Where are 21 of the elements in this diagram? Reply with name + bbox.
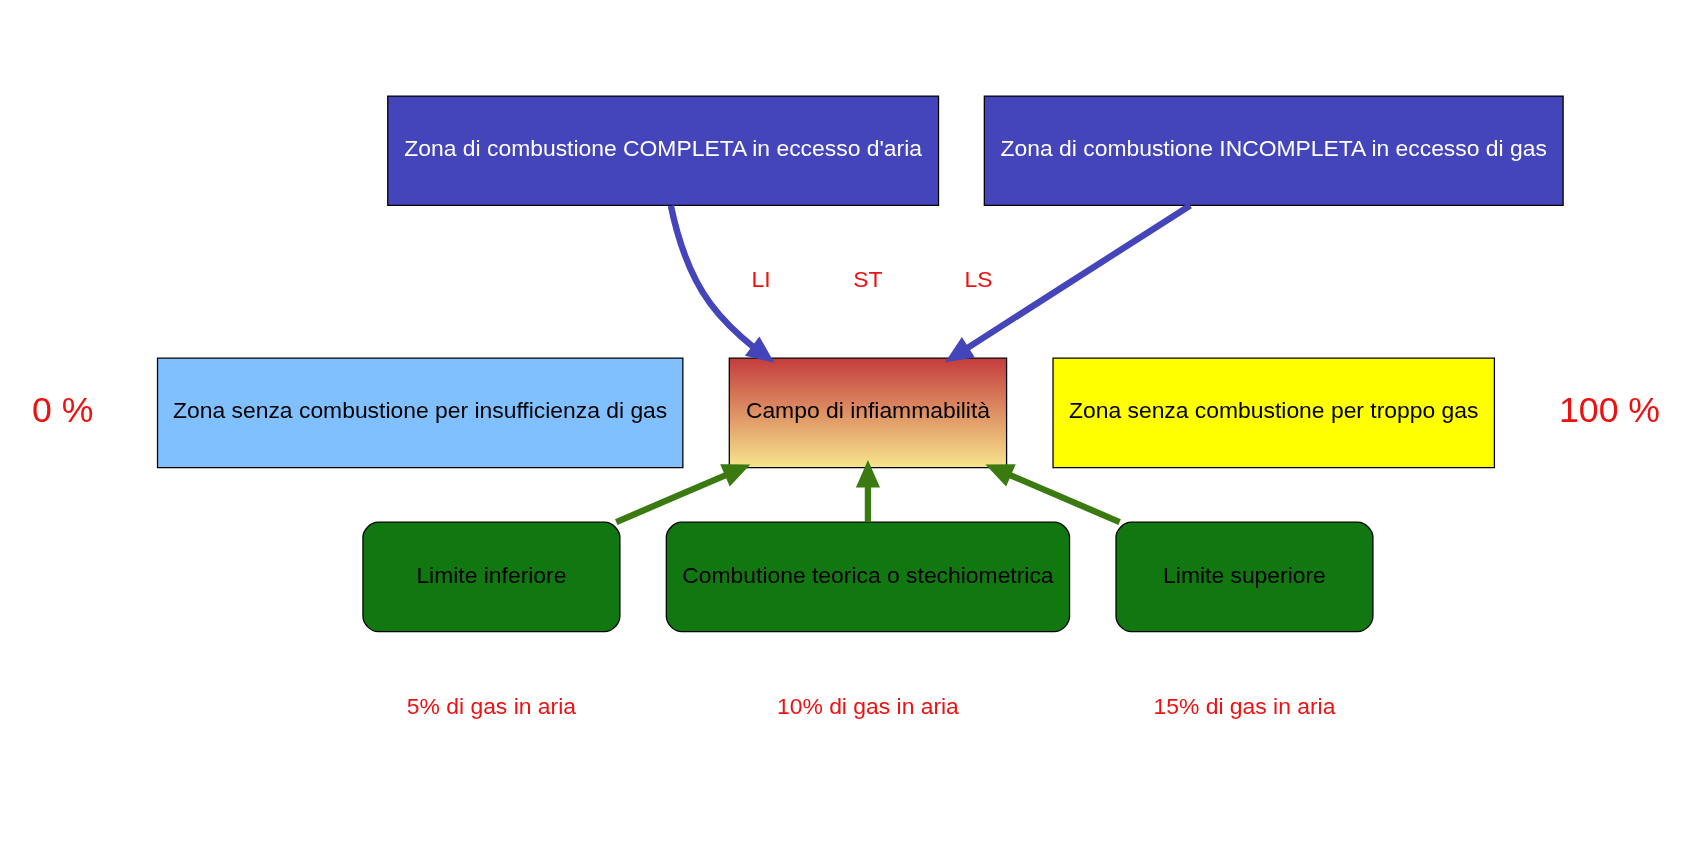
node-box: Limite inferiore <box>362 521 621 632</box>
label: LS <box>964 265 993 292</box>
node-box: Zona di combustione INCOMPLETA in eccesso di gas <box>983 94 1564 206</box>
node-box: Zona senza combustione per insufficienza di gas <box>156 357 684 468</box>
label: LI <box>751 265 771 292</box>
node-box: Campo di infiammabilità <box>728 357 1008 468</box>
arrow <box>945 202 1192 362</box>
node-box: Zona senza combustione per troppo gas <box>1052 357 1496 468</box>
arrow <box>855 459 881 522</box>
label: ST <box>853 265 883 292</box>
arrow <box>615 463 751 525</box>
node-box: Zona di combustione COMPLETA in eccesso d'aria <box>387 94 940 206</box>
node-label: 5% di gas in aria <box>406 692 576 719</box>
node-box: Limite superiore <box>1115 521 1374 632</box>
arrow <box>667 204 775 363</box>
node-label: 15% di gas in aria <box>1153 692 1336 719</box>
node-label: 10% di gas in aria <box>777 692 959 719</box>
node-box: Combutione teorica o stechiometrica <box>665 521 1071 632</box>
arrow <box>985 463 1121 525</box>
label: 0 % <box>32 389 94 430</box>
label: 100 % <box>1559 389 1661 430</box>
